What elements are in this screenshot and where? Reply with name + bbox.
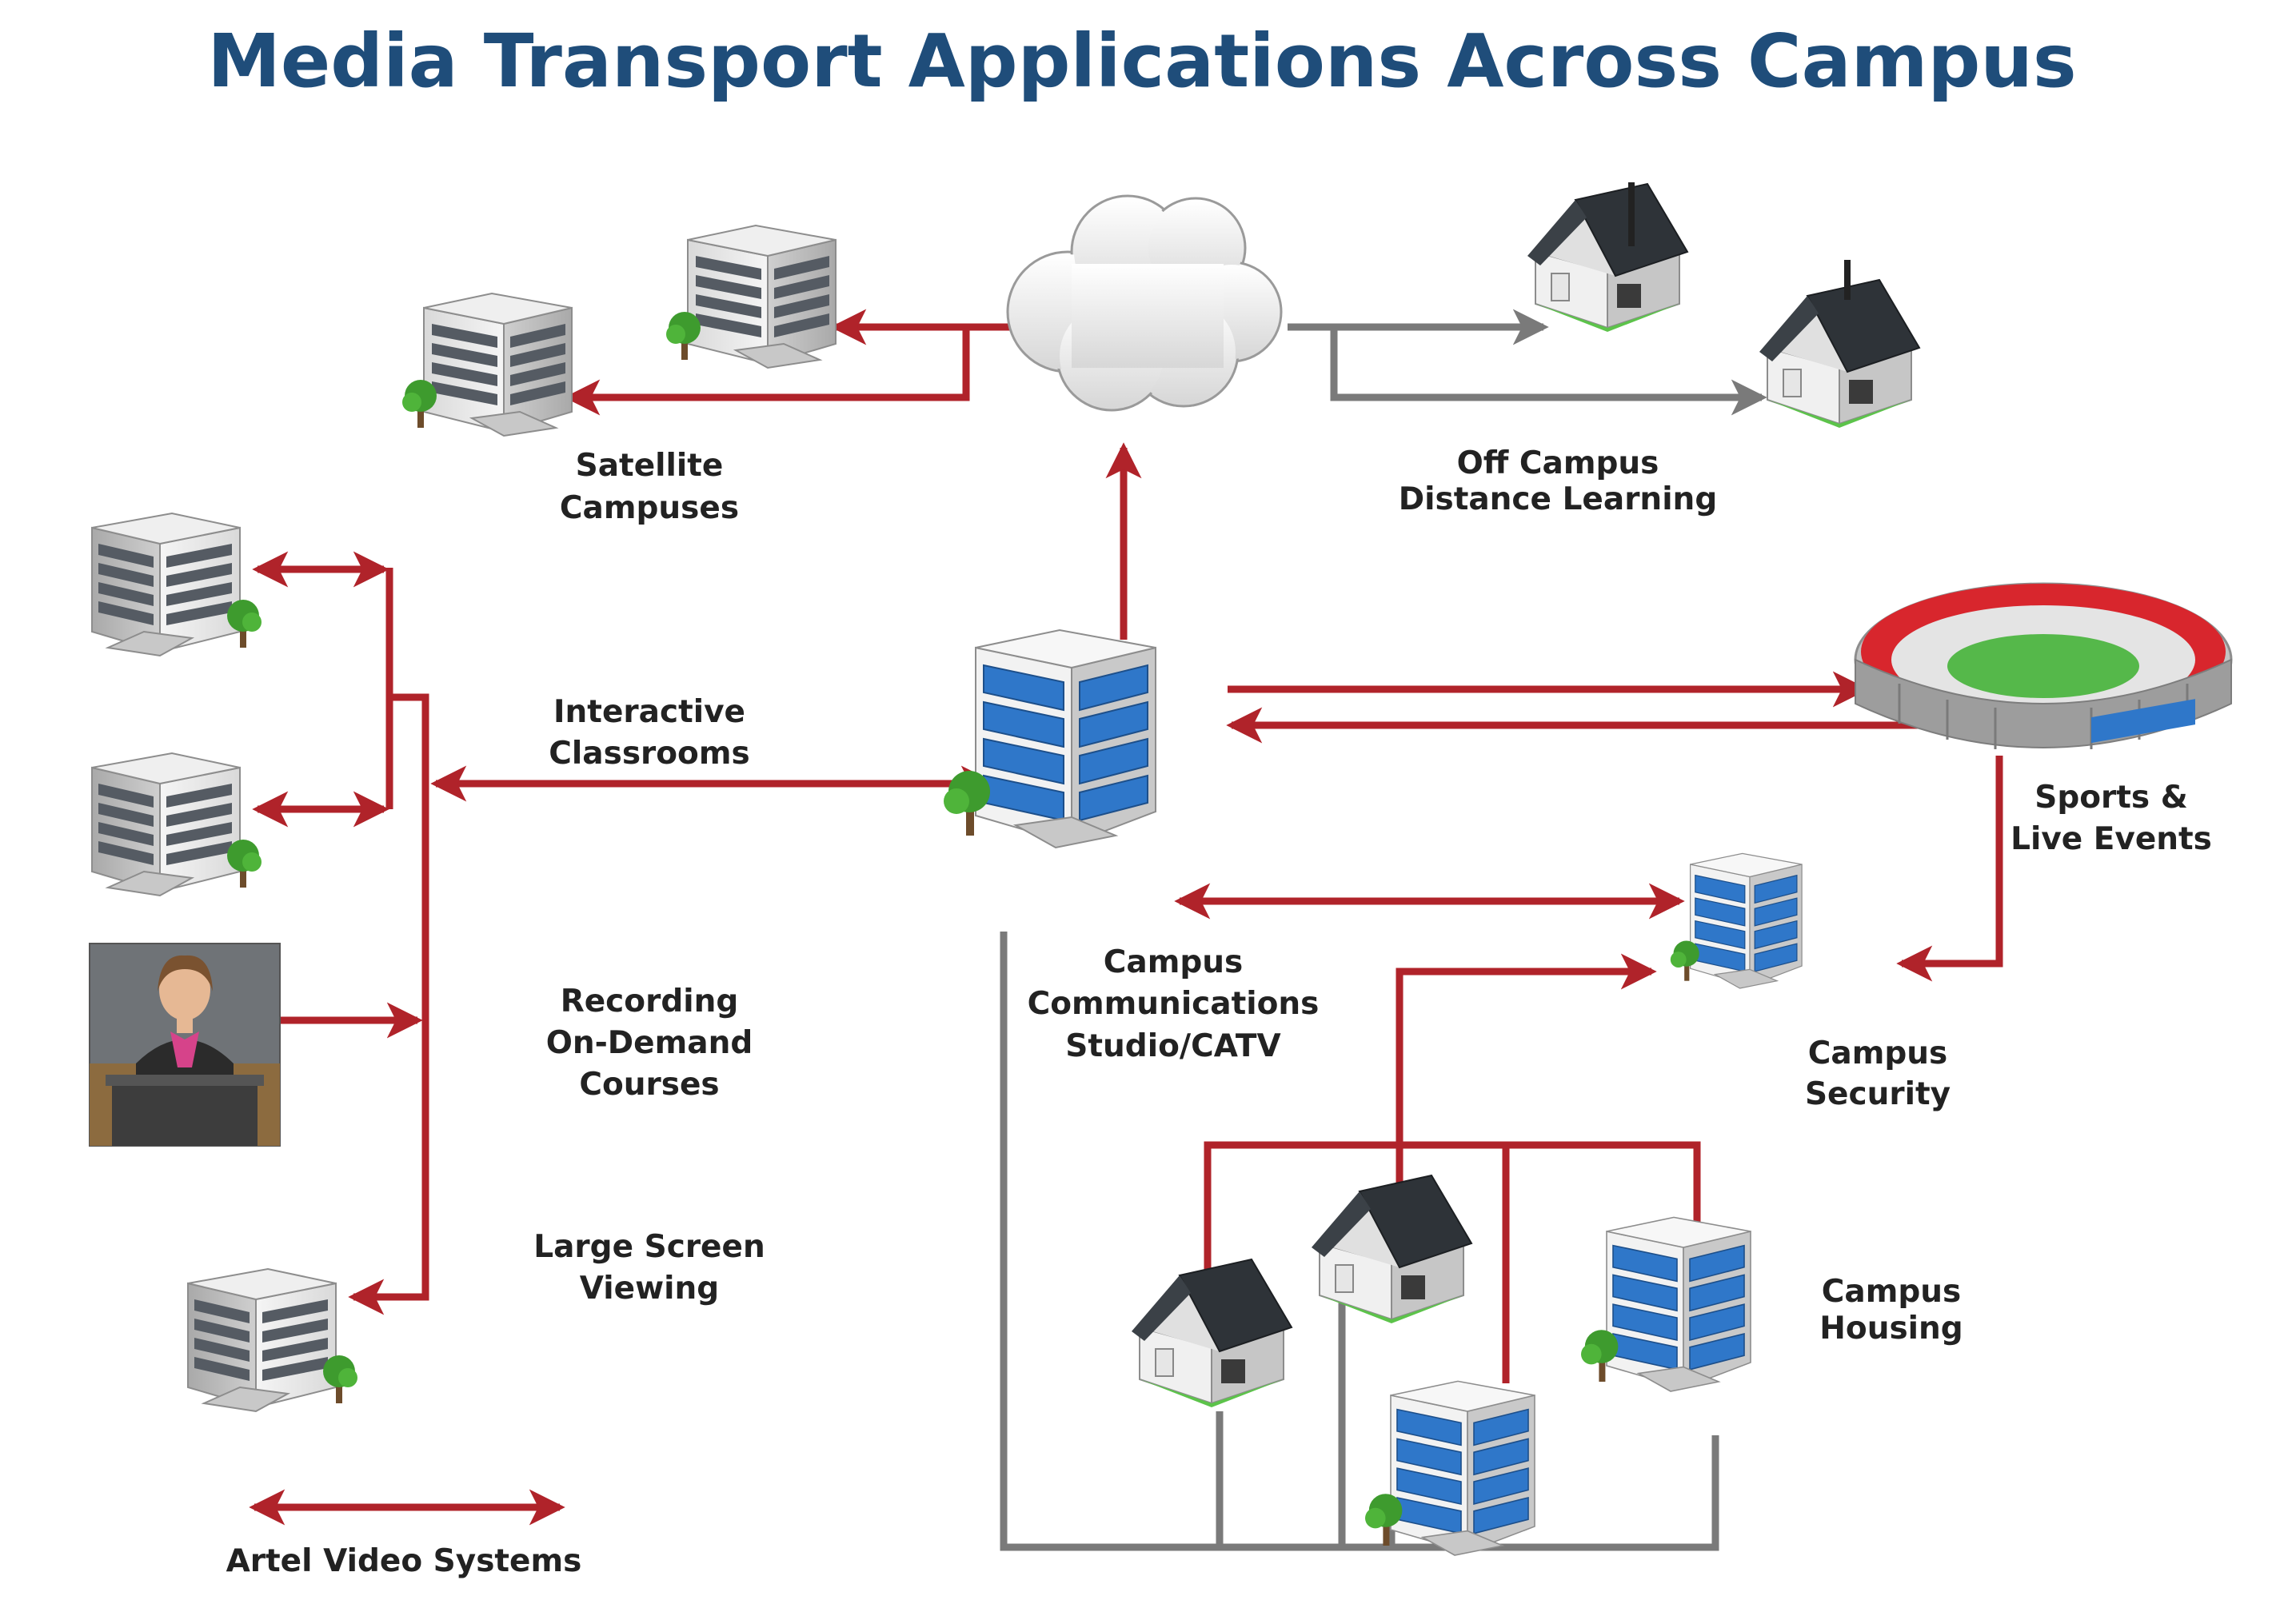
label-line: Classrooms (549, 736, 749, 772)
label-line: Viewing (580, 1271, 719, 1307)
antenna-icon (1628, 182, 1635, 246)
label-line: Housing (1819, 1311, 1963, 1347)
recording-courses-label: Recording On-Demand Courses (546, 984, 753, 1103)
label-line: Campus (1104, 944, 1243, 980)
housing-building-2-icon (1364, 1380, 1535, 1556)
classroom-building-2-icon (91, 752, 262, 896)
studio-building-icon (943, 629, 1156, 848)
stadium-icon (1854, 582, 2233, 751)
label-line: Campus (1808, 1035, 1947, 1071)
housing-house-1-icon (1131, 1259, 1292, 1408)
housing-building-1-icon (1580, 1216, 1751, 1392)
label-line: Security (1805, 1076, 1951, 1112)
label-line: Sports & (2034, 780, 2187, 816)
label-line: On-Demand (546, 1025, 753, 1061)
satellite-campus-building-1-icon (401, 293, 573, 437)
label-line: Campus (1822, 1274, 1961, 1310)
off-campus-house-2-icon (1759, 279, 1920, 429)
label-line: Large Screen (533, 1229, 765, 1265)
antenna-icon (1844, 260, 1851, 300)
sports-label: Sports & Live Events (2010, 780, 2212, 857)
satellite-campus-building-2-icon (665, 225, 837, 369)
label-line: Campuses (560, 490, 739, 526)
label-line: Courses (579, 1067, 719, 1103)
label-line: Distance Learning (1399, 481, 1718, 517)
studio-label: Campus Communications Studio/CATV (1028, 944, 1320, 1064)
off-campus-label: Off Campus Distance Learning (1399, 445, 1718, 517)
large-screen-label: Large Screen Viewing (533, 1229, 765, 1307)
label-line: Recording (561, 984, 739, 1019)
housing-label: Campus Housing (1819, 1274, 1963, 1347)
security-building-icon (1670, 852, 1803, 989)
label-line: Off Campus (1457, 445, 1659, 481)
security-label: Campus Security (1805, 1035, 1951, 1112)
cloud-icon (1006, 194, 1283, 412)
classroom-building-1-icon (91, 513, 262, 656)
label-line: Live Events (2010, 821, 2212, 857)
off-campus-house-1-icon (1527, 183, 1688, 333)
interactive-classrooms-label: Interactive Classrooms (549, 694, 749, 772)
large-screen-building-icon (187, 1268, 358, 1412)
presenter-photo (89, 943, 281, 1147)
page-title: Media Transport Applications Across Camp… (207, 18, 2076, 104)
label-line: Studio/CATV (1065, 1028, 1280, 1064)
label-line: Satellite (576, 448, 724, 484)
label-line: Interactive (553, 694, 745, 730)
housing-house-2-icon (1311, 1175, 1472, 1324)
connection-lines (249, 309, 2003, 1551)
legend-label: Artel Video Systems (226, 1543, 582, 1579)
label-line: Communications (1028, 986, 1320, 1022)
satellite-campuses-label: Satellite Campuses (560, 448, 739, 526)
